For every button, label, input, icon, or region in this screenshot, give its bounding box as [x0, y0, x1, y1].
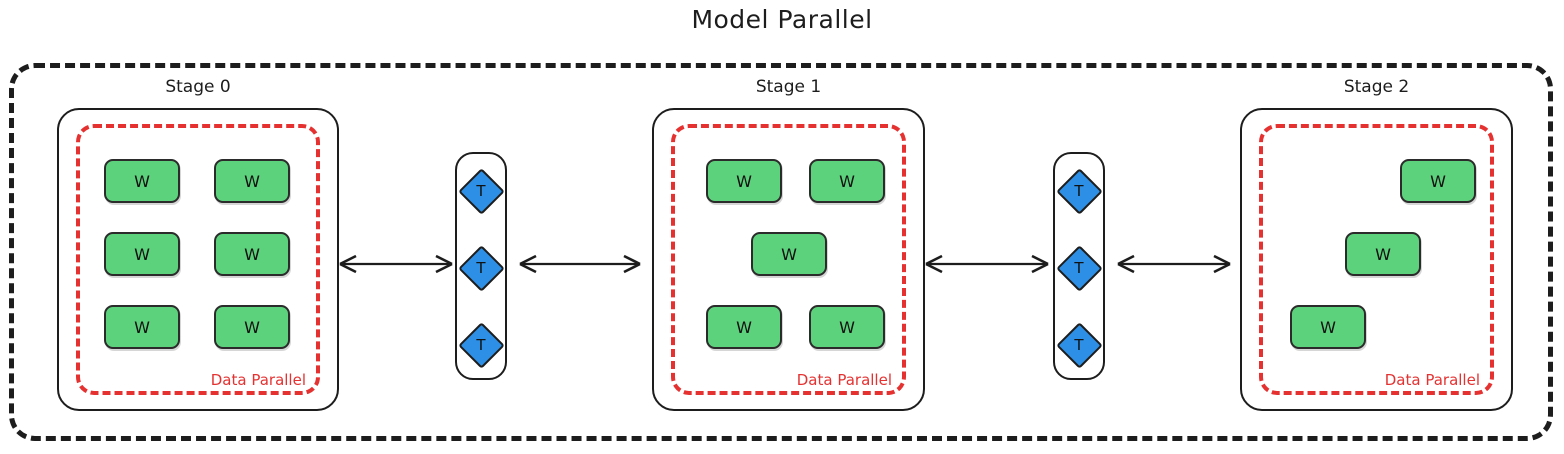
worker-label: W	[244, 244, 260, 264]
worker-node[interactable]: W	[1290, 305, 1366, 349]
connector-arrow-stage1-tensor1	[918, 249, 1056, 279]
worker-label: W	[134, 317, 150, 337]
tensor-label: T	[1074, 336, 1084, 354]
worker-node[interactable]: W	[104, 159, 180, 203]
tensor-label: T	[1074, 182, 1084, 200]
tensor-parallel-column-0: T T T	[455, 152, 507, 380]
tensor-node[interactable]: T	[457, 244, 505, 292]
worker-label: W	[1375, 244, 1391, 264]
worker-node[interactable]: W	[214, 159, 290, 203]
worker-label: W	[244, 171, 260, 191]
tensor-label: T	[1074, 259, 1084, 277]
tensor-parallel-column-1: T T T	[1053, 152, 1105, 380]
tensor-label: T	[476, 336, 486, 354]
data-parallel-box-2: Data Parallel	[1259, 124, 1494, 395]
worker-label: W	[839, 171, 855, 191]
stage-2-label: Stage 2	[1343, 77, 1410, 97]
page-title: Model Parallel	[691, 5, 873, 34]
data-parallel-label-1: Data Parallel	[796, 371, 892, 389]
model-parallel-frame	[9, 63, 1553, 441]
worker-node[interactable]: W	[809, 159, 885, 203]
worker-node[interactable]: W	[104, 305, 180, 349]
connector-arrow-tensor0-stage1	[512, 249, 648, 279]
worker-node[interactable]: W	[104, 232, 180, 276]
tensor-node[interactable]: T	[457, 321, 505, 369]
data-parallel-label-0: Data Parallel	[210, 371, 306, 389]
worker-label: W	[839, 317, 855, 337]
worker-label: W	[1430, 171, 1446, 191]
worker-node[interactable]: W	[706, 159, 782, 203]
worker-node[interactable]: W	[1345, 232, 1421, 276]
worker-node[interactable]: W	[706, 305, 782, 349]
tensor-node[interactable]: T	[1055, 244, 1103, 292]
worker-label: W	[134, 244, 150, 264]
data-parallel-box-1: Data Parallel	[671, 124, 906, 395]
worker-label: W	[134, 171, 150, 191]
worker-node[interactable]: W	[214, 305, 290, 349]
tensor-label: T	[476, 259, 486, 277]
worker-label: W	[1320, 317, 1336, 337]
stage-group-1: Stage 1 Data Parallel W W W W W	[652, 77, 925, 411]
tensor-node[interactable]: T	[1055, 167, 1103, 215]
tensor-label: T	[476, 182, 486, 200]
worker-node[interactable]: W	[751, 232, 827, 276]
stage-group-0: Stage 0 Data Parallel W W W W W W	[57, 77, 339, 411]
worker-label: W	[781, 244, 797, 264]
tensor-node[interactable]: T	[1055, 321, 1103, 369]
connector-arrow-tensor1-stage2	[1110, 249, 1238, 279]
connector-arrow-stage0-tensor0	[332, 249, 460, 279]
worker-node[interactable]: W	[1400, 159, 1476, 203]
worker-node[interactable]: W	[214, 232, 290, 276]
stage-0-label: Stage 0	[165, 77, 231, 97]
worker-label: W	[736, 171, 752, 191]
worker-node[interactable]: W	[809, 305, 885, 349]
stage-1-label: Stage 1	[755, 77, 822, 97]
tensor-node[interactable]: T	[457, 167, 505, 215]
worker-label: W	[736, 317, 752, 337]
data-parallel-label-2: Data Parallel	[1384, 371, 1480, 389]
worker-label: W	[244, 317, 260, 337]
stage-group-2: Stage 2 Data Parallel W W W	[1240, 77, 1513, 411]
data-parallel-box-0: Data Parallel	[76, 124, 320, 395]
